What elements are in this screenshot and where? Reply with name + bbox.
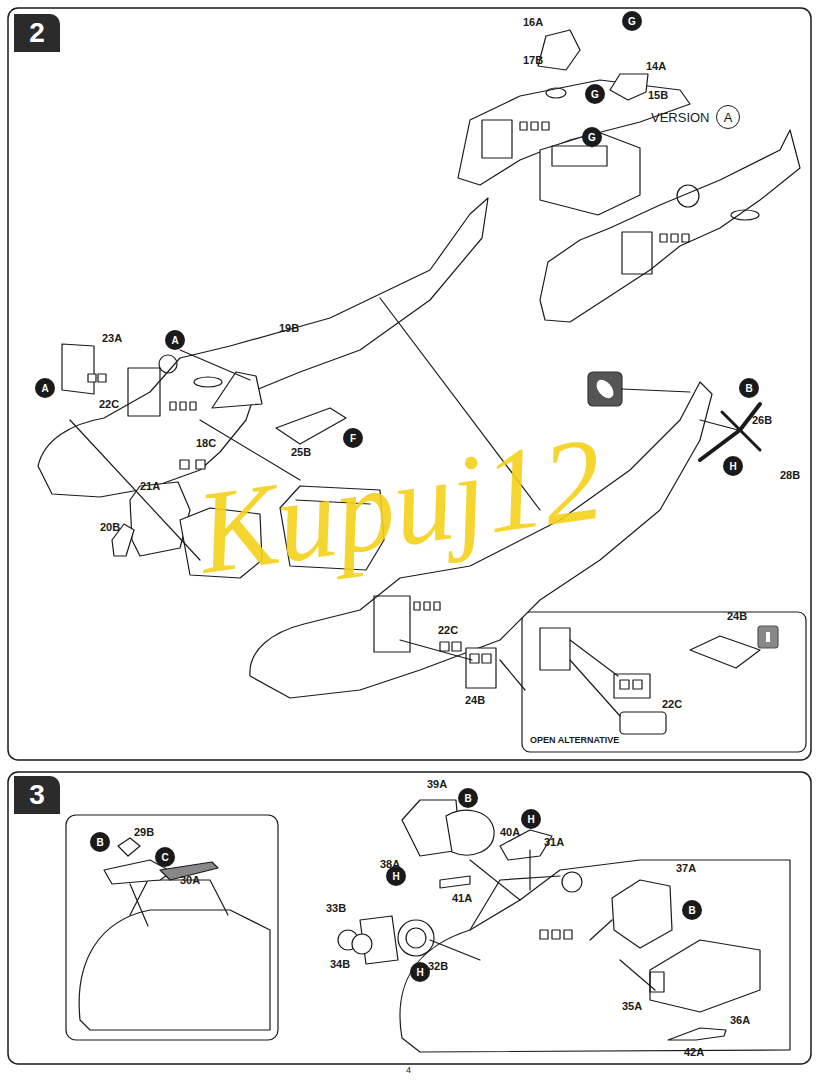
part-number: 19B	[279, 322, 299, 334]
part-number: 17B	[523, 54, 543, 66]
part-number: 31A	[544, 836, 564, 848]
part-number: 35A	[622, 1000, 642, 1012]
callout-letter: G	[628, 16, 636, 27]
part-number: 42A	[684, 1046, 704, 1058]
step-number-box: 2	[14, 14, 60, 52]
callout-letter-circle: A	[35, 378, 55, 398]
callout-letter-circle: B	[682, 900, 702, 920]
callout-letter: G	[591, 89, 599, 100]
part-number: 21A	[140, 480, 160, 492]
callout-letter: A	[41, 383, 48, 394]
callout-letter-circle: B	[90, 832, 110, 852]
callout-letter-circle: G	[585, 84, 605, 104]
callout-letter: H	[527, 814, 534, 825]
callout-letter-circle: B	[739, 378, 759, 398]
callout-letter: H	[729, 461, 736, 472]
callout-letter-circle: A	[165, 330, 185, 350]
step-number: 3	[29, 779, 45, 811]
callout-letter: F	[350, 433, 356, 444]
callout-letter: A	[171, 335, 178, 346]
callout-letter-circle: H	[723, 456, 743, 476]
callout-letter: C	[161, 852, 168, 863]
part-number: 34B	[330, 958, 350, 970]
part-number: 24B	[727, 610, 747, 622]
part-number: 38A	[380, 858, 400, 870]
step-number-box: 3	[14, 776, 60, 814]
callout-letter: A	[724, 110, 733, 125]
part-number: VERSION	[651, 111, 710, 125]
part-number: 29B	[134, 826, 154, 838]
part-number: 24B	[465, 694, 485, 706]
callout-letter: B	[464, 793, 471, 804]
part-number: 16A	[523, 16, 543, 28]
callout-letter: B	[688, 905, 695, 916]
callout-letter: G	[588, 132, 596, 143]
part-number: 20B	[100, 521, 120, 533]
part-number: 22C	[662, 698, 682, 710]
part-number: 15B	[648, 89, 668, 101]
callout-letter: H	[392, 871, 399, 882]
part-number: 22C	[438, 624, 458, 636]
callout-letter: B	[96, 837, 103, 848]
callout-letter-circle: H	[410, 962, 430, 982]
part-number: 23A	[102, 332, 122, 344]
callout-letter-circle: A	[716, 105, 740, 129]
callout-letter-circle: H	[521, 809, 541, 829]
part-number: 30A	[180, 874, 200, 886]
part-number: 40A	[500, 826, 520, 838]
part-number: 32B	[428, 960, 448, 972]
part-number: 18C	[196, 437, 216, 449]
callout-letter: H	[416, 967, 423, 978]
part-number: 36A	[730, 1014, 750, 1026]
part-number: 22C	[99, 398, 119, 410]
part-number: 39A	[427, 778, 447, 790]
part-number: 37A	[676, 862, 696, 874]
part-number: 41A	[452, 892, 472, 904]
part-number: OPEN ALTERNATIVE	[530, 736, 619, 746]
callout-letter-circle: G	[582, 127, 602, 147]
step-number: 2	[29, 17, 45, 49]
callout-letter-circle: G	[622, 11, 642, 31]
part-number: 28B	[780, 469, 800, 481]
part-number: 14A	[646, 60, 666, 72]
part-number: 26B	[752, 414, 772, 426]
part-number: 33B	[326, 902, 346, 914]
callout-letter-circle: C	[155, 847, 175, 867]
part-number: 4	[406, 1066, 411, 1076]
callout-letter: B	[745, 383, 752, 394]
callout-letter-circle: B	[458, 788, 478, 808]
